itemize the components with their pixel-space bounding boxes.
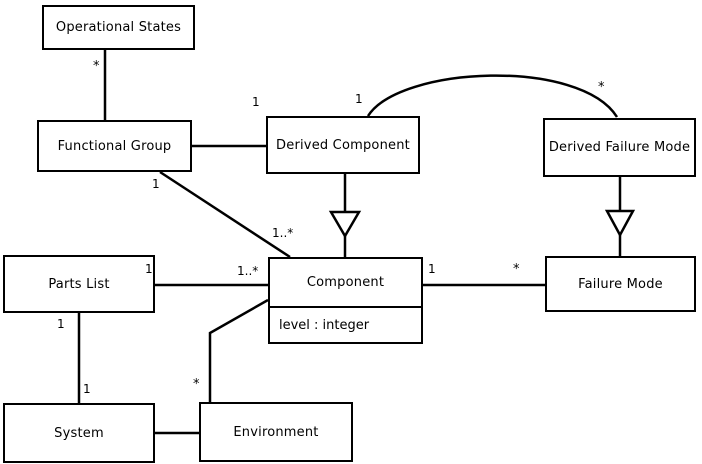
connector-derivedcomponent-derivedfailuremode: [366, 74, 619, 118]
generalization-triangle-failuremode: [604, 209, 636, 238]
class-name-environment: Environment: [233, 424, 319, 440]
class-box-parts-list[interactable]: Parts List: [3, 255, 155, 313]
multiplicity-derivedfailuremode-curve-end: *: [598, 80, 605, 95]
class-name-parts-list: Parts List: [48, 276, 110, 292]
class-name-functional-group: Functional Group: [57, 138, 172, 154]
multiplicity-component-right-end: 1: [428, 262, 436, 276]
multiplicity-component-left-end: 1..*: [237, 264, 259, 278]
multiplicity-derivedcomponent-left-end: 1: [252, 95, 260, 109]
class-name-component: Component: [306, 275, 385, 290]
class-box-derived-failure-mode[interactable]: Derived Failure Mode: [543, 118, 696, 177]
multiplicity-derivedcomponent-curve-end: 1: [355, 92, 363, 106]
connector-functionalgroup-component: [159, 170, 291, 259]
multiplicity-partslist-right-end: 1: [145, 262, 153, 276]
multiplicity-partslist-bottom-end: 1: [57, 317, 65, 331]
class-name-operational-states: Operational States: [55, 20, 182, 35]
multiplicity-system-top-end: 1: [83, 382, 91, 396]
class-box-functional-group[interactable]: Functional Group: [37, 120, 192, 172]
class-box-operational-states[interactable]: Operational States: [42, 5, 195, 50]
class-name-derived-component: Derived Component: [276, 137, 410, 153]
class-attribute-component-level: level : integer: [270, 306, 421, 342]
class-name-derived-failure-mode: Derived Failure Mode: [548, 140, 691, 155]
class-box-component[interactable]: Component level : integer: [268, 257, 423, 344]
connector-environment-component: [208, 298, 269, 402]
class-box-derived-component[interactable]: Derived Component: [266, 116, 420, 174]
multiplicity-component-upper-left-end: 1..*: [272, 226, 294, 240]
class-name-system: System: [54, 425, 104, 441]
multiplicity-functionalgroup-lower-end: 1: [152, 177, 160, 191]
class-box-failure-mode[interactable]: Failure Mode: [545, 256, 696, 312]
multiplicity-environment-top-end: *: [193, 377, 200, 392]
class-name-failure-mode: Failure Mode: [578, 276, 663, 292]
class-box-environment[interactable]: Environment: [199, 402, 353, 462]
multiplicity-opstates-end: *: [93, 59, 100, 74]
generalization-triangle-component: [328, 210, 362, 239]
multiplicity-failuremode-left-end: *: [513, 262, 520, 277]
class-box-system[interactable]: System: [3, 403, 155, 463]
